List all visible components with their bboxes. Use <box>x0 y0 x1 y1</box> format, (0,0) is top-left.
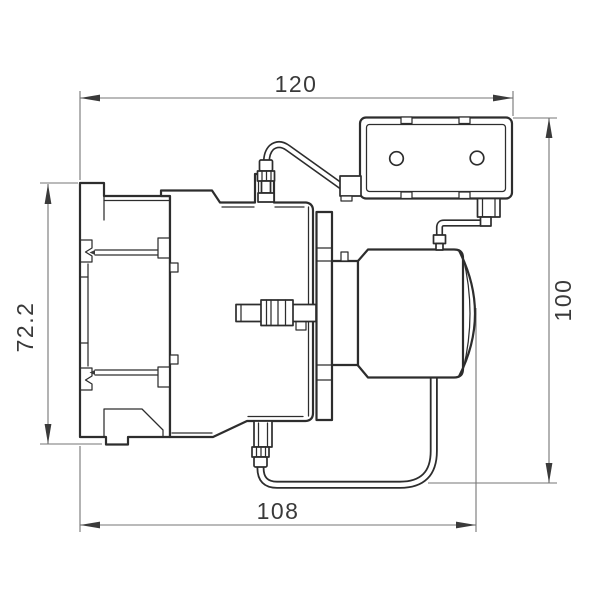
dimension-right-height: 100 <box>428 117 576 484</box>
wire-ferrule-top <box>256 159 276 203</box>
wire-clamp-terminal <box>235 299 317 331</box>
dimension-left-height: 72.2 <box>12 182 102 445</box>
din-rail-mount-section <box>78 181 172 446</box>
wire-ferrule-bottom <box>251 446 270 468</box>
bottom-connector <box>476 197 501 218</box>
can-top-terminal <box>432 234 447 251</box>
mounting-hole-left <box>388 150 405 167</box>
top-diagonal-wire <box>262 141 347 191</box>
snap-tab <box>400 116 413 125</box>
snap-tab <box>458 191 471 200</box>
dimension-bottom-width: 108 <box>79 308 477 532</box>
bottom-loop-wire <box>256 373 438 489</box>
dim-label-108: 108 <box>257 498 300 524</box>
dim-label-120: 120 <box>275 71 318 97</box>
dim-label-72-2: 72.2 <box>12 302 38 353</box>
capacitor-mounting-flange <box>315 210 334 422</box>
wire-bracket <box>339 175 362 197</box>
capacitor-can <box>330 248 477 379</box>
dimension-top-width: 120 <box>79 71 514 180</box>
block-to-can-wire <box>435 214 490 246</box>
snap-tab <box>458 116 471 125</box>
mounting-hole-right <box>469 150 485 166</box>
dim-label-100: 100 <box>550 279 576 322</box>
snap-tab <box>400 191 413 200</box>
auxiliary-contact-block <box>339 116 514 227</box>
